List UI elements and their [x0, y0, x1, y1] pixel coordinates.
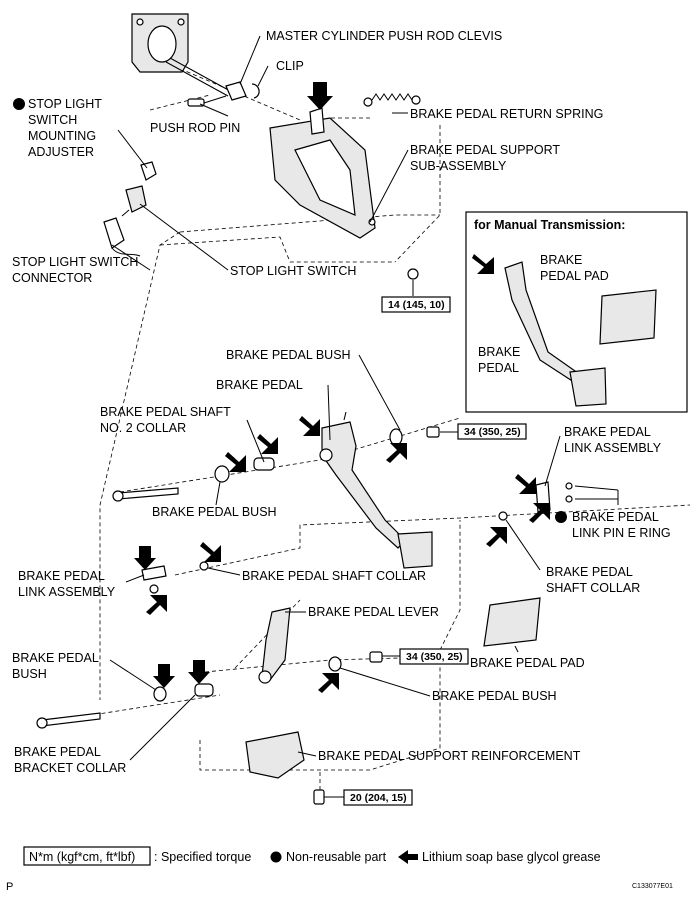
grease-arrow-icon [299, 416, 320, 436]
assembly-guide-lines [59, 54, 691, 790]
label-stop-light-adjuster-2: SWITCH [28, 113, 77, 127]
label-link-assembly-left-1: BRAKE PEDAL [18, 569, 105, 583]
support-reinforcement-part [245, 731, 325, 805]
label-bracket-collar-2: BRACKET COLLAR [14, 761, 126, 775]
label-stop-light-connector-1: STOP LIGHT SWITCH [12, 255, 138, 269]
non-reusable-dot-icon [13, 98, 25, 110]
label-link-pin-ering-2: LINK PIN E RING [572, 526, 671, 540]
non-reusable-dot-icon [270, 851, 282, 863]
label-link-pin-ering-1: BRAKE PEDAL [572, 510, 659, 524]
label-shaft-collar-right-2: SHAFT COLLAR [546, 581, 640, 595]
label-clip: CLIP [276, 59, 304, 73]
grease-arrow-icon [225, 452, 246, 472]
non-reusable-dot-icon [555, 511, 567, 523]
label-pedal-lever: BRAKE PEDAL LEVER [308, 605, 439, 619]
label-stop-light-adjuster-4: ADJUSTER [28, 145, 94, 159]
label-bracket-collar-1: BRAKE PEDAL [14, 745, 101, 759]
torque-value: 20 (204, 15) [350, 792, 407, 804]
support-nut [407, 268, 419, 280]
grease-arrow-icon [257, 434, 278, 454]
grease-arrow-icon [472, 254, 494, 274]
label-bush-lower-right: BRAKE PEDAL BUSH [432, 689, 557, 703]
label-stop-light-adjuster-1: STOP LIGHT [28, 97, 102, 111]
pedal-lever-part [258, 607, 291, 684]
label-support-subassembly-2: SUB-ASSEMBLY [410, 159, 507, 173]
manual-transmission-inset: for Manual Transmission: [465, 211, 688, 413]
figure-code: C133077E01 [632, 883, 673, 890]
legend-grease: Lithium soap base glycol grease [422, 850, 601, 864]
label-support-subassembly-1: BRAKE PEDAL SUPPORT [410, 143, 560, 157]
torque-value: 34 (350, 25) [464, 426, 521, 438]
label-bush-lower-left-1: BRAKE PEDAL [12, 651, 99, 665]
grease-arrow-icon [486, 527, 507, 547]
grease-arrow-icon [386, 443, 407, 463]
label-pedal-pad: BRAKE PEDAL PAD [470, 656, 585, 670]
non-reusable-markers [13, 98, 567, 523]
label-bush-left: BRAKE PEDAL BUSH [152, 505, 277, 519]
label-shaft-no2-collar-1: BRAKE PEDAL SHAFT [100, 405, 231, 419]
label-bush-upper: BRAKE PEDAL BUSH [226, 348, 351, 362]
page-marker: P [6, 881, 13, 893]
label-manual-pedal-2: PEDAL [478, 361, 519, 375]
label-link-assembly-left-2: LINK ASSEMBLY [18, 585, 116, 599]
grease-arrow-icon [398, 850, 418, 864]
label-brake-pedal: BRAKE PEDAL [216, 378, 303, 392]
inset-title: for Manual Transmission: [474, 218, 625, 232]
push-rod-pin-part [187, 95, 227, 107]
part-labels: MASTER CYLINDER PUSH ROD CLEVIS CLIP PUS… [12, 29, 671, 775]
torque-value: 34 (350, 25) [406, 651, 463, 663]
grease-arrow-icon [134, 546, 156, 570]
torque-value: 14 (145, 10) [388, 299, 445, 311]
label-push-rod-pin: PUSH ROD PIN [150, 121, 240, 135]
label-stop-light-connector-2: CONNECTOR [12, 271, 92, 285]
grease-arrow-icon [188, 660, 210, 684]
label-shaft-no2-collar-2: NO. 2 COLLAR [100, 421, 186, 435]
grease-arrow-icon [146, 595, 167, 615]
label-master-cylinder-clevis: MASTER CYLINDER PUSH ROD CLEVIS [266, 29, 502, 43]
label-manual-pad-1: BRAKE [540, 253, 582, 267]
label-manual-pad-2: PEDAL PAD [540, 269, 609, 283]
master-cylinder-flange [131, 13, 233, 97]
torque-specs: 14 (145, 10) 34 (350, 25) 34 (350, 25) 2… [343, 296, 527, 806]
pedal-support-part [269, 107, 376, 239]
label-support-reinforcement: BRAKE PEDAL SUPPORT REINFORCEMENT [318, 749, 581, 763]
legend: N*m (kgf*cm, ft*lbf) : Specified torque … [23, 846, 601, 866]
label-stop-light-adjuster-3: MOUNTING [28, 129, 96, 143]
grease-arrow-icon [318, 673, 339, 693]
grease-arrow-icon [529, 503, 550, 523]
pedal-pad-part [483, 597, 541, 647]
label-manual-pedal-1: BRAKE [478, 345, 520, 359]
label-shaft-collar-mid: BRAKE PEDAL SHAFT COLLAR [242, 569, 426, 583]
grease-arrows [134, 82, 550, 693]
label-return-spring: BRAKE PEDAL RETURN SPRING [410, 107, 603, 121]
grease-arrow-icon [515, 474, 536, 494]
grease-arrow-icon [153, 664, 175, 688]
grease-arrow-icon [307, 82, 333, 110]
lower-shaft-parts [36, 651, 383, 729]
push-rod-clevis [225, 81, 260, 101]
label-bush-lower-left-2: BUSH [12, 667, 47, 681]
stop-light-switch-parts [103, 161, 157, 257]
brake-pedal-part [319, 411, 433, 569]
label-shaft-collar-right-1: BRAKE PEDAL [546, 565, 633, 579]
label-stop-light-switch: STOP LIGHT SWITCH [230, 264, 356, 278]
leader-lines [109, 35, 619, 798]
legend-nonreusable: Non-reusable part [286, 850, 387, 864]
label-link-assembly-right-1: BRAKE PEDAL [564, 425, 651, 439]
legend-torque-box: N*m (kgf*cm, ft*lbf) [29, 850, 135, 864]
label-link-assembly-right-2: LINK ASSEMBLY [564, 441, 662, 455]
grease-arrow-icon [200, 542, 221, 562]
return-spring-part [363, 93, 421, 107]
legend-torque-text: : Specified torque [154, 850, 251, 864]
left-link-parts [141, 561, 209, 594]
upper-shaft-parts [112, 426, 440, 502]
